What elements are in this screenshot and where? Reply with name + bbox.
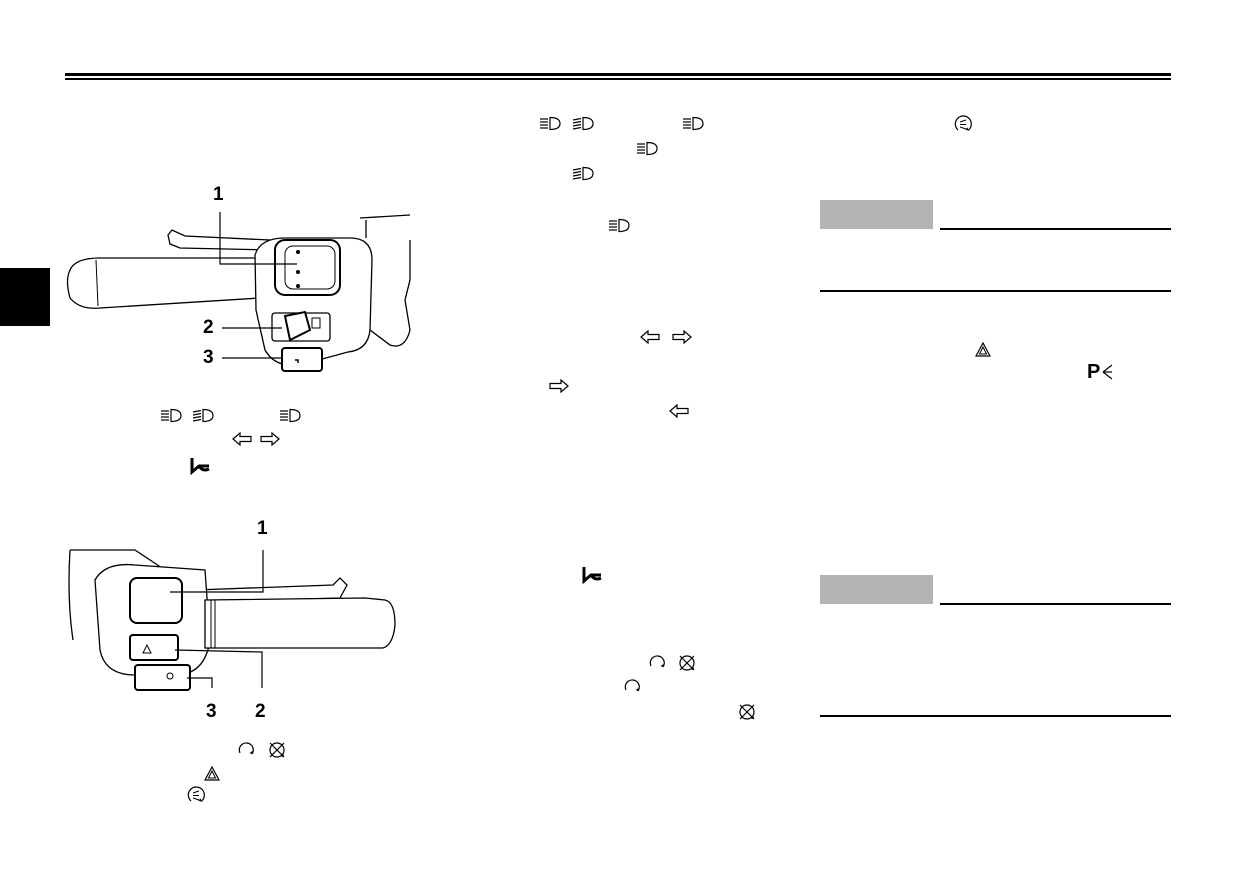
turn-right-icon [260, 432, 280, 446]
notice-bottom-rule-2 [820, 715, 1171, 717]
headlight-flash-icon [572, 116, 594, 131]
engine-stop-icon [269, 742, 285, 758]
headlight-high-beam-icon [160, 408, 182, 423]
turn-right-icon [549, 379, 569, 393]
parking-light-icon: P [1087, 362, 1113, 382]
callout-3-bottom: 3 [206, 701, 217, 722]
engine-run-icon [624, 679, 640, 692]
callout-3-top: 3 [203, 347, 214, 368]
callout-2-bottom: 2 [255, 701, 266, 722]
turn-left-icon [669, 404, 689, 418]
notice-label-box-2 [820, 575, 933, 604]
headlight-flash-icon [192, 408, 214, 423]
notice-top-rule-1 [940, 228, 1171, 230]
headlight-high-beam-icon [682, 116, 704, 131]
turn-left-icon [640, 330, 660, 344]
right-handlebar-illustration [66, 212, 411, 372]
turn-left-icon [232, 432, 252, 446]
turn-right-icon [672, 330, 692, 344]
horn-icon [582, 566, 603, 583]
headlight-flash-icon [572, 166, 594, 181]
callout-1-bottom: 1 [257, 518, 268, 539]
engine-stop-icon [679, 655, 695, 671]
engine-run-icon [649, 655, 665, 668]
engine-run-icon [238, 742, 254, 755]
hazard-icon [975, 342, 991, 357]
left-handlebar-illustration [68, 549, 396, 691]
header-rule-thick [65, 73, 1171, 76]
headlight-high-beam-icon [539, 116, 561, 131]
callout-1-top: 1 [213, 184, 224, 205]
notice-label-box-1 [820, 200, 933, 229]
notice-bottom-rule-1 [820, 290, 1171, 292]
parking-light-letter: P [1087, 361, 1101, 383]
header-rule-thin [65, 78, 1171, 80]
start-icon [954, 115, 972, 132]
hazard-icon [204, 766, 220, 781]
headlight-high-beam-icon [279, 408, 301, 423]
engine-stop-icon [739, 704, 755, 720]
headlight-high-beam-icon [608, 218, 630, 233]
headlight-high-beam-icon [636, 141, 658, 156]
chapter-tab [0, 268, 50, 326]
callout-2-top: 2 [203, 317, 214, 338]
start-icon [187, 786, 205, 803]
horn-icon [190, 457, 211, 474]
notice-top-rule-2 [940, 603, 1171, 605]
